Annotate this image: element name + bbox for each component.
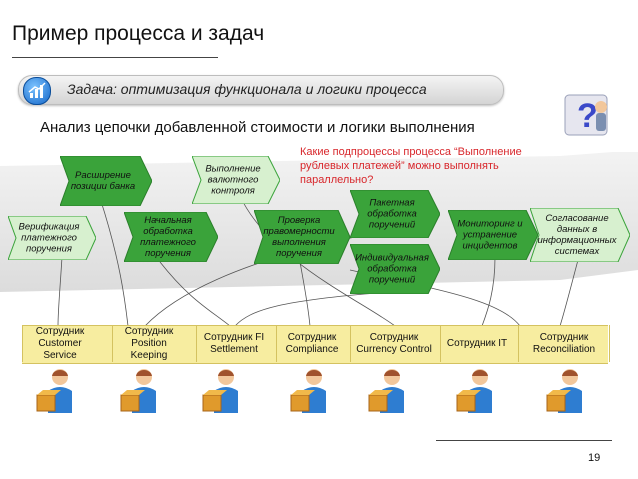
person-with-box-icon [36,369,72,413]
step-bank-position: Расширение позиции банка [60,156,152,206]
step-individual-processing: Индивидуальная обработка поручений [350,244,440,294]
employee-bar [22,325,608,364]
question-mark-icon: ? [564,94,608,136]
person-with-box-icon [290,369,326,413]
employee-compliance: Сотрудник Compliance [276,325,347,362]
person-with-box-icon [368,369,404,413]
question-text: Какие подпроцессы процесса “Выполнение р… [300,146,522,186]
step-label: Расширение позиции банка [70,170,136,192]
person-with-box-icon [120,369,156,413]
step-label: Согласование данных в информационных сис… [537,213,617,257]
step-initial-processing: Начальная обработка платежного поручения [124,212,218,262]
svg-text:?: ? [577,97,598,135]
employee-fi-settlement: Сотрудник FI Settlement [196,325,271,362]
step-label: Пакетная обработка поручений [367,197,417,231]
step-verification: Верификация платежного поручения [8,216,96,260]
step-incident-monitoring: Мониторинг и устранение инцидентов [448,210,538,260]
employee-position-keeping: Сотрудник Position Keeping [112,325,185,362]
slide-title: Пример процесса и задач [12,22,265,45]
step-label: Начальная обработка платежного поручения [140,215,196,259]
analysis-subtitle: Анализ цепочки добавленной стоимости и л… [40,119,475,136]
task-text: Задача: оптимизация функционала и логики… [67,81,427,97]
employee-currency-control: Сотрудник Currency Control [350,325,437,362]
step-label: Верификация платежного поручения [18,221,80,255]
person-with-box-icon [456,369,492,413]
title-divider [12,57,218,58]
person-with-box-icon [546,369,582,413]
chart-icon [23,77,51,105]
page-number: 19 [588,452,601,464]
employee-customer-service: Сотрудник Customer Service [22,325,97,362]
step-label: Индивидуальная обработка поручений [355,252,429,286]
step-label: Выполнение валютного контроля [205,163,261,197]
step-legitimacy-check: Проверка правомерности выполнения поруче… [254,210,350,264]
step-label: Мониторинг и устранение инцидентов [457,218,523,252]
step-currency-control: Выполнение валютного контроля [192,156,280,204]
step-label: Проверка правомерности выполнения поруче… [263,215,335,259]
employee-it: Сотрудник IT [440,325,513,362]
step-data-reconciliation: Согласование данных в информационных сис… [530,208,630,262]
task-banner: Задача: оптимизация функционала и логики… [18,75,504,105]
person-with-box-icon [202,369,238,413]
footer-divider [436,440,612,441]
employee-reconciliation: Сотрудник Reconciliation [518,325,610,362]
step-batch-processing: Пакетная обработка поручений [350,190,440,238]
